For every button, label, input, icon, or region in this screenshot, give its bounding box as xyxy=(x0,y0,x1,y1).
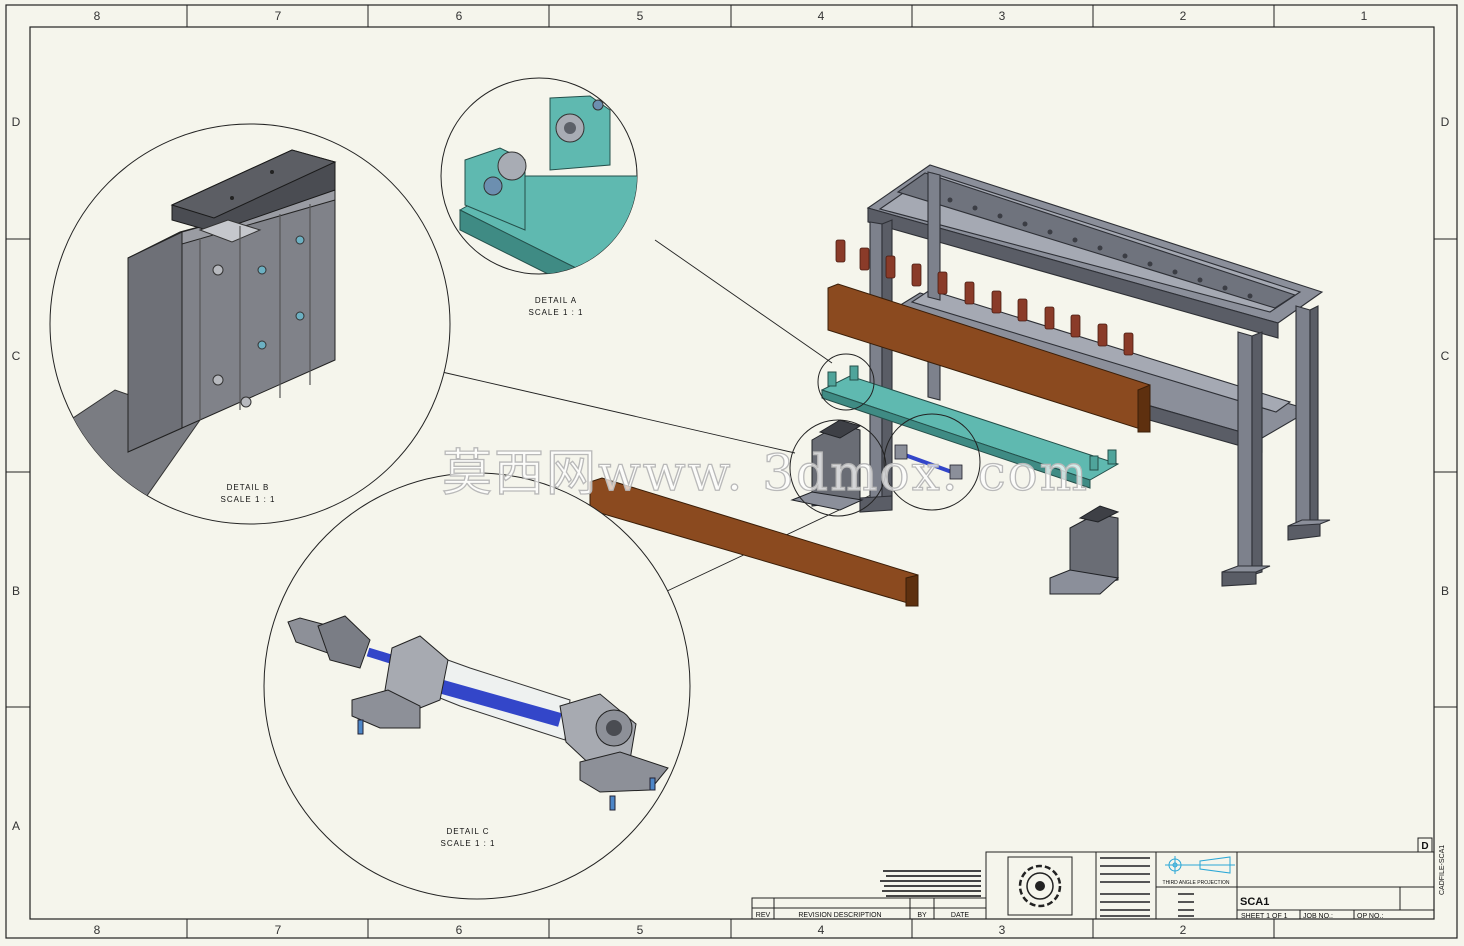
detail-a-name: DETAIL A xyxy=(535,296,577,305)
notes-block xyxy=(880,870,981,897)
detail-b-name: DETAIL B xyxy=(227,483,270,492)
revision-description-header: REVISION DESCRIPTION xyxy=(798,912,881,919)
zone-labels-right: D C B xyxy=(1441,115,1450,598)
detail-c-scale: SCALE 1 : 1 xyxy=(440,839,495,848)
zone-row-a: A xyxy=(12,819,20,833)
spring-row xyxy=(835,239,1134,356)
zone-col-7-bottom: 7 xyxy=(275,923,282,937)
detail-a: DETAIL A SCALE 1 : 1 xyxy=(440,77,638,317)
zone-col-1: 1 xyxy=(1361,9,1368,23)
zone-col-6-bottom: 6 xyxy=(456,923,463,937)
zone-row-d-right: D xyxy=(1441,115,1450,129)
watermark-text: 莫西网www. 3dmox. com xyxy=(442,444,1089,502)
main-assembly xyxy=(589,164,1331,607)
sheet-size: D xyxy=(1421,841,1428,852)
approval-rows xyxy=(1100,857,1194,917)
company-logo-gear-icon xyxy=(1007,856,1073,916)
zone-row-b: B xyxy=(12,584,20,598)
detail-b-scale: SCALE 1 : 1 xyxy=(220,495,275,504)
detail-a-scale: SCALE 1 : 1 xyxy=(528,308,583,317)
zone-col-3-bottom: 3 xyxy=(999,923,1006,937)
teal-plate xyxy=(820,365,1120,489)
op-number: OP NO.: xyxy=(1357,913,1383,920)
job-number: JOB NO.: xyxy=(1303,913,1333,920)
zone-col-4: 4 xyxy=(818,9,825,23)
projection-symbol-icon xyxy=(1165,856,1235,874)
zone-col-5-bottom: 5 xyxy=(637,923,644,937)
cad-file-code: CADFILE-SCA1 xyxy=(1439,845,1446,895)
zone-labels-top: 8 7 6 5 4 3 2 1 xyxy=(94,9,1368,23)
zone-row-d: D xyxy=(12,115,21,129)
zone-labels-left: D C B A xyxy=(12,115,21,833)
zone-row-b-right: B xyxy=(1441,584,1449,598)
guide-block-left xyxy=(790,419,864,511)
rev-header: REV xyxy=(756,912,771,919)
zone-col-8-bottom: 8 xyxy=(94,923,101,937)
inner-border xyxy=(29,26,1435,920)
by-header: BY xyxy=(917,912,927,919)
sheet-number: SHEET 1 OF 1 xyxy=(1241,913,1288,920)
zone-col-7: 7 xyxy=(275,9,282,23)
guide-block-right xyxy=(1049,505,1120,595)
zone-col-8: 8 xyxy=(94,9,101,23)
zone-col-2: 2 xyxy=(1180,9,1187,23)
drawing-number: SCA1 xyxy=(1240,896,1269,908)
zone-col-5: 5 xyxy=(637,9,644,23)
zone-col-4-bottom: 4 xyxy=(818,923,825,937)
frame-top xyxy=(866,164,1324,339)
detail-c-name: DETAIL C xyxy=(446,827,489,836)
frame-legs xyxy=(859,171,1331,587)
zone-col-2-bottom: 2 xyxy=(1180,923,1187,937)
zone-row-c-right: C xyxy=(1441,349,1450,363)
title-block: THIRD ANGLE PROJECTION SCA1 SHEET 1 OF 1… xyxy=(985,837,1446,920)
detail-c: DETAIL C SCALE 1 : 1 xyxy=(263,472,691,900)
zone-col-3: 3 xyxy=(999,9,1006,23)
revision-block: REV REVISION DESCRIPTION BY DATE xyxy=(751,897,987,920)
zone-row-c: C xyxy=(12,349,21,363)
assembly-cylinder xyxy=(894,444,963,480)
zone-col-6: 6 xyxy=(456,9,463,23)
detail-callout-circles xyxy=(789,353,981,517)
zone-ticks xyxy=(6,5,1457,938)
wood-board-upper xyxy=(827,283,1151,433)
rail-holes xyxy=(947,197,1253,299)
projection-label: THIRD ANGLE PROJECTION xyxy=(1163,880,1230,886)
date-header: DATE xyxy=(951,912,969,919)
zone-labels-bottom: 8 7 6 5 4 3 2 xyxy=(94,923,1187,937)
